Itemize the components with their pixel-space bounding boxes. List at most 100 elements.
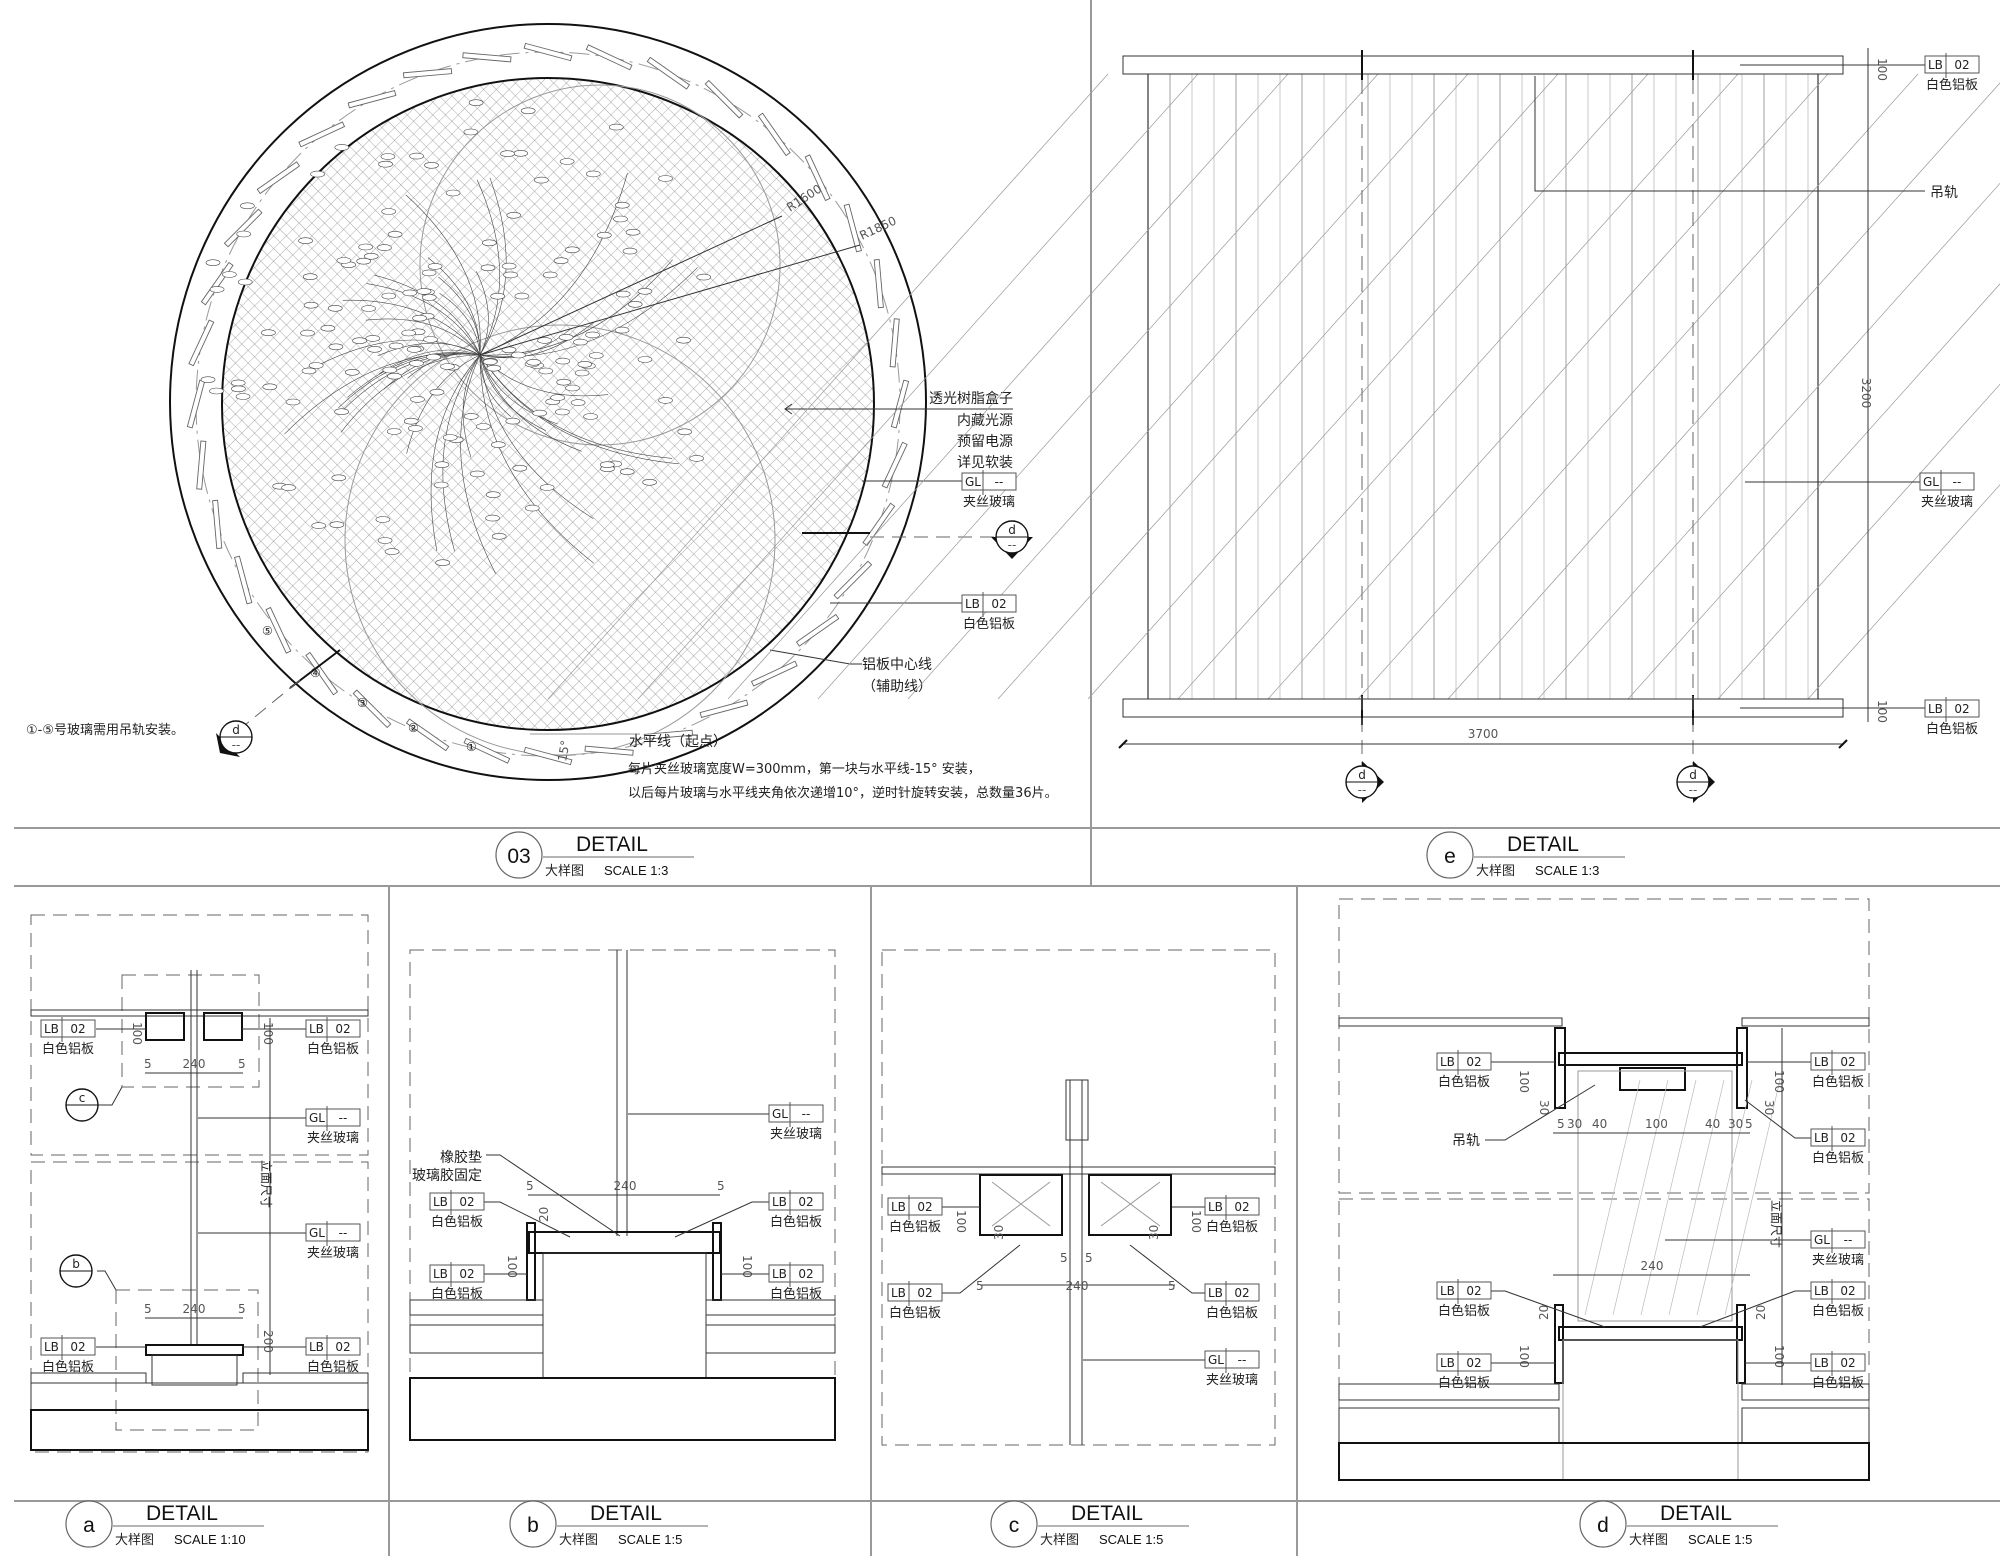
b-gap-5: 5: [526, 1179, 534, 1193]
tag-number: 02: [798, 1267, 813, 1281]
title-text: DETAIL: [590, 1502, 662, 1525]
glass-panel: [804, 154, 831, 202]
d-elevation-dim: 立面尺寸: [1769, 1200, 1784, 1248]
tag-material-name: 白色铝板: [1438, 1074, 1490, 1090]
tag-material-name: 白色铝板: [1438, 1303, 1490, 1319]
glass-panel: [347, 90, 397, 109]
glass-panel: [704, 79, 744, 119]
c-height-30: 30: [1147, 1225, 1161, 1240]
centerline-label: 铝板中心线: [862, 657, 932, 673]
tag-box: [40, 1337, 96, 1356]
marker-letter: d: [1689, 768, 1697, 782]
tag-wired-glass: GL--夹丝玻璃: [768, 1102, 824, 1142]
tag-number: 02: [459, 1195, 474, 1209]
glass-panel: [585, 44, 633, 71]
glass-panel-elevation: [547, 73, 2000, 700]
resin-box-lower: [344, 324, 776, 756]
glass-number-4: ④: [310, 666, 321, 680]
tag-code: LB: [1928, 702, 1943, 716]
glass-panel: [795, 613, 840, 647]
hanging-rail-label: 吊轨: [1930, 185, 1958, 201]
tag-material-name: 白色铝板: [1438, 1375, 1490, 1391]
tag-box: [429, 1192, 485, 1211]
tag-box: [1924, 699, 1980, 718]
glass-panel: [188, 319, 215, 367]
b-height-100: 100: [740, 1255, 754, 1278]
marker-letter: d: [232, 723, 240, 737]
tag-material-name: 白色铝板: [1926, 721, 1978, 737]
tag-number: 02: [459, 1267, 474, 1281]
tag-number: 02: [1954, 702, 1969, 716]
section-marker-c[interactable]: c: [65, 1088, 99, 1122]
tag-number: 02: [1840, 1284, 1855, 1298]
tag-code: LB: [965, 597, 980, 611]
tag-box: [1204, 1197, 1260, 1216]
tag-box: [1436, 1353, 1492, 1372]
c-gap-5: 5: [1085, 1251, 1093, 1265]
title-number-circle: [65, 1500, 113, 1548]
tag-material-name: 白色铝板: [1812, 1303, 1864, 1319]
d-chain-dim: 40: [1592, 1117, 1607, 1131]
section-marker-d[interactable]: d--: [1345, 761, 1384, 803]
title-text: DETAIL: [1507, 833, 1579, 856]
title-text: DETAIL: [1071, 1502, 1143, 1525]
title-scale: SCALE 1:5: [618, 1532, 682, 1547]
tag-number: 02: [70, 1340, 85, 1354]
section-marker-d[interactable]: d--: [991, 520, 1033, 559]
tag-box: [768, 1104, 824, 1123]
b-width-240: 240: [614, 1179, 637, 1193]
title-scale: SCALE 1:10: [174, 1532, 246, 1547]
d-height-100: 100: [1772, 1345, 1786, 1368]
sheet-grid: [14, 0, 2000, 1556]
tag-material-name: 白色铝板: [1812, 1375, 1864, 1391]
tag-box: [887, 1283, 943, 1302]
tag-code: GL: [965, 475, 981, 489]
glass-number-2: ②: [408, 721, 419, 735]
tag-material-name: 夹丝玻璃: [307, 1131, 359, 1146]
title-subtitle: 大样图: [1629, 1533, 1668, 1548]
tag-code: LB: [309, 1340, 324, 1354]
title-number: 03: [507, 845, 530, 868]
section-marker-d[interactable]: d--: [1676, 761, 1715, 803]
glass-panel: [223, 208, 263, 248]
tag-wired-glass: GL--夹丝玻璃: [961, 470, 1017, 510]
glass-panel: [200, 261, 234, 306]
title-text: DETAIL: [1660, 1502, 1732, 1525]
a-gap-5: 5: [144, 1057, 152, 1071]
resin-box-note-1: 内藏光源: [957, 413, 1013, 429]
tag-material-name: 白色铝板: [42, 1041, 94, 1057]
title-number-circle: [990, 1500, 1038, 1548]
c-gap-5: 5: [1060, 1251, 1068, 1265]
resin-box-note-3: 详见软装: [957, 455, 1013, 471]
outer-ring-r1850: [169, 23, 927, 781]
tag-wired-glass: GL--夹丝玻璃: [305, 1221, 361, 1261]
bottom-aluminium-rail: [1122, 698, 1844, 718]
tag-number: --: [995, 475, 1004, 489]
section-marker-b[interactable]: b: [59, 1254, 93, 1288]
tag-box: [305, 1019, 361, 1038]
section-marker-d[interactable]: d--: [216, 720, 253, 757]
tag-material-name: 白色铝板: [963, 616, 1015, 632]
glass-panel: [646, 56, 691, 90]
b-gap-5: 5: [717, 1179, 725, 1193]
tag-number: 02: [917, 1200, 932, 1214]
tag-code: LB: [1814, 1356, 1829, 1370]
tag-code: LB: [433, 1195, 448, 1209]
a-height-100: 100: [261, 1022, 275, 1045]
title-scale: SCALE 1:3: [604, 863, 668, 878]
top-aluminium-rail: [1122, 55, 1844, 75]
title-number: a: [83, 1514, 95, 1537]
c-height-100: 100: [1189, 1210, 1203, 1233]
tag-wired-glass: GL--夹丝玻璃: [1204, 1348, 1260, 1388]
tag-material-name: 白色铝板: [431, 1286, 483, 1302]
marker-letter: d: [1008, 523, 1016, 537]
glass-panel: [757, 112, 791, 157]
tag-material-name: 白色铝板: [307, 1041, 359, 1057]
